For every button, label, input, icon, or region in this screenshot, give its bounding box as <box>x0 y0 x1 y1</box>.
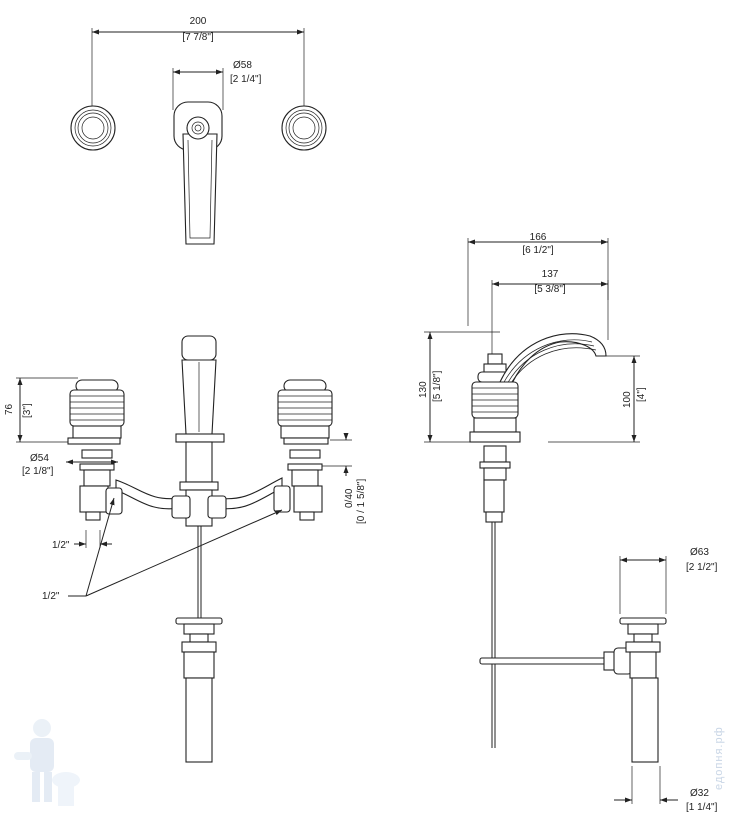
top-spout <box>173 101 223 245</box>
spread-dimension: 200 <box>190 16 207 27</box>
overall-height-dimension: 130 <box>418 381 429 398</box>
handle-height-dimension: 76 <box>4 403 15 415</box>
front-drain <box>175 617 223 763</box>
side-view: 166 [6 1/2"] 137 [5 3/8"] 130 [5 1/8"] 1… <box>418 232 718 813</box>
side-faucet-body <box>469 333 607 748</box>
top-view: 200 [7 7/8"] Ø58 [2 1/4"] <box>70 16 327 245</box>
reach-dimension-inch: [5 3/8"] <box>534 284 566 295</box>
spout-diameter-dimension-inch: [2 1/4"] <box>230 74 262 85</box>
handle-height-dimension-inch: [3"] <box>22 403 33 418</box>
side-drain-rod <box>479 647 633 675</box>
tailpiece-diameter-dimension: Ø32 <box>690 788 709 799</box>
watermark-text: едопня.рф <box>713 726 725 790</box>
total-reach-dimension-inch: [6 1/2"] <box>522 245 554 256</box>
plumber-mascot-icon <box>14 719 80 806</box>
top-left-handle <box>70 105 116 151</box>
overall-height-dimension-inch: [5 1/8"] <box>432 370 443 402</box>
front-spout <box>175 335 225 618</box>
drain-flange-diameter-dimension: Ø63 <box>690 547 709 558</box>
spout-diameter-dimension: Ø58 <box>233 60 252 71</box>
reach-dimension: 137 <box>542 269 559 280</box>
top-right-handle <box>281 105 327 151</box>
total-reach-dimension: 166 <box>530 232 547 243</box>
spout-height-dimension-inch: [4"] <box>636 387 647 402</box>
front-view: 76 [3"] Ø54 [2 1/8"] <box>4 335 367 763</box>
side-drain <box>619 617 667 763</box>
handle-diameter-dimension-inch: [2 1/8"] <box>22 466 54 477</box>
spread-dimension-inch: [7 7/8"] <box>182 32 214 43</box>
deck-thickness-dimension-inch: [0 / 1 5/8"] <box>356 479 367 524</box>
inlet-size-label-1: 1/2" <box>52 540 70 551</box>
inlet-size-label-2: 1/2" <box>42 591 60 602</box>
spout-height-dimension: 100 <box>622 391 633 408</box>
handle-diameter-dimension: Ø54 <box>30 453 49 464</box>
deck-thickness-dimension: 0/40 <box>344 488 355 508</box>
tailpiece-diameter-dimension-inch: [1 1/4"] <box>686 802 718 813</box>
drain-flange-diameter-dimension-inch: [2 1/2"] <box>686 562 718 573</box>
front-right-handle <box>277 379 333 521</box>
front-left-handle <box>67 379 125 521</box>
